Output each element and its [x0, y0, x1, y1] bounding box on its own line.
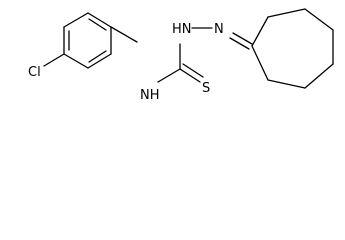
chlorine-label: Cl: [28, 65, 41, 80]
cycloheptylidene-ring: [251, 8, 334, 89]
ring-bond: [251, 16, 269, 47]
ring-bond: [251, 45, 269, 81]
ring-bond: [267, 79, 306, 89]
chemical-structure: Cl NH S HN N: [28, 8, 334, 103]
aryl-nh-label: NH: [140, 88, 160, 103]
ring-bond: [304, 63, 334, 89]
ring-bond: [87, 53, 112, 69]
ring-bond: [304, 8, 334, 31]
aryl-n-bond: [110, 26, 138, 43]
c-s-double-bond: [182, 63, 204, 78]
imine-n-label: N: [214, 22, 224, 37]
ring-bond: [63, 12, 89, 28]
c-cl-bond: [43, 53, 65, 67]
n-c-double-bond: [232, 32, 253, 45]
hydrazine-hn-label: HN: [172, 22, 192, 37]
n-c-double-bond: [229, 37, 250, 50]
sulfur-label: S: [202, 81, 210, 96]
c-s-double-bond: [179, 68, 201, 83]
ring-double-bond: [88, 50, 107, 63]
ring-double-bond: [88, 18, 107, 31]
chlorophenyl-ring: [63, 12, 112, 69]
nh-c-bond: [157, 68, 181, 83]
ring-bond: [267, 8, 306, 18]
ring-bond: [87, 12, 112, 28]
ring-bond: [63, 53, 89, 69]
